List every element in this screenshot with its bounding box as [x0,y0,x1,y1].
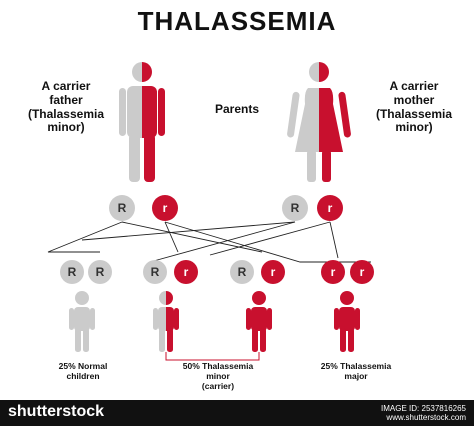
carrier-child-figure [153,291,179,352]
mother-allele-r-text: r [328,201,333,215]
inheritance-line [329,221,339,259]
father-label-line: father [49,92,83,107]
child3-allele-R-circle [230,260,254,284]
father-figure-affected-half [142,62,165,182]
mother-allele-r-circle [317,195,343,221]
father-label: A carrier father (Thalassemia minor) [14,79,118,135]
father-figure [119,62,165,182]
normal-outcome-label: 25% Normal children [38,361,128,382]
inheritance-line [149,221,296,263]
mother-label: A carrier mother (Thalassemia minor) [362,79,466,135]
mother-allele-r: r [317,195,343,221]
inheritance-line [164,221,179,253]
carrier-child-figure [246,291,272,352]
inheritance-line [164,221,371,263]
child3-allele-r: r [261,260,285,284]
mother-label-line: mother [393,92,435,107]
carrier-bracket [165,352,260,361]
major-outcome-label: 25% Thalassemia major [306,361,406,382]
major-outcome-line: 25% Thalassemia [320,361,392,371]
child2-allele-r: r [174,260,198,284]
father-label-line: A carrier [41,79,91,93]
carrier-outcome-line: minor [206,370,230,381]
father-allele-r-circle [152,195,178,221]
inheritance-line [81,221,296,241]
brand-watermark: shutterstock [8,403,105,420]
child2-allele-r-text: r [184,265,189,279]
child4-allele-r-text: r [360,265,365,279]
child4-allele-r-circle [350,260,374,284]
carrier-outcome-line: (carrier) [201,380,235,391]
site-url: www.shutterstock.com [386,413,466,423]
image-id-block: IMAGE ID: 2537816265 www.shutterstock.co… [381,404,466,422]
child3-allele-r-circle [261,260,285,284]
normal-outcome-line: children [66,370,100,381]
mother-allele-R: R [282,195,308,221]
inheritance-line [209,221,331,256]
child2-allele-R-text: R [151,265,160,279]
inheritance-line [47,221,123,253]
father-label-line: minor) [47,120,85,135]
child1-allele-R-circle [60,260,84,284]
normal-outcome-line: 25% Normal [58,361,108,371]
child1-allele-R: R [60,260,84,284]
mother-label-line: (Thalassemia [375,106,453,121]
mother-allele-R-text: R [291,201,300,215]
parents-label: Parents [214,102,260,116]
image-id: IMAGE ID: 2537816265 [381,404,466,413]
child1-allele-R-circle [88,260,112,284]
child3-allele-R: R [230,260,254,284]
father-label-line: (Thalassemia [27,106,105,121]
mother-label-line: minor) [395,120,433,135]
footer-bar: shutterstock IMAGE ID: 2537816265 www.sh… [0,400,474,426]
child2-allele-r-circle [174,260,198,284]
mother-figure-affected-half [319,62,351,182]
major-outcome-line: major [344,370,368,381]
mother-allele-R-circle [282,195,308,221]
child4-allele-r-text: r [331,265,336,279]
child1-allele-R-text: R [96,265,105,279]
father-allele-R-text: R [118,201,127,215]
child1-allele-R-text: R [68,265,77,279]
mother-figure [287,62,351,182]
child2-allele-R: R [143,260,167,284]
child3-allele-r-text: r [271,265,276,279]
carrier-outcome-label: 50% Thalassemia minor (carrier) [168,361,268,391]
father-allele-R: R [109,195,135,221]
mother-figure-healthy-half [287,62,319,182]
affected-child-figure [334,291,360,352]
child2-allele-R-circle [143,260,167,284]
child4-allele-r: r [350,260,374,284]
father-allele-R-circle [109,195,135,221]
normal-child-figure [69,291,95,352]
carrier-outcome-line: 50% Thalassemia [182,361,254,371]
child1-allele-R: R [88,260,112,284]
child4-allele-r-circle [321,260,345,284]
child3-allele-R-text: R [238,265,247,279]
father-allele-r: r [152,195,178,221]
mother-label-line: A carrier [389,79,439,93]
child4-allele-r: r [321,260,345,284]
father-figure-healthy-half [119,62,142,182]
father-allele-r-text: r [163,201,168,215]
page-title: THALASSEMIA [137,6,337,36]
